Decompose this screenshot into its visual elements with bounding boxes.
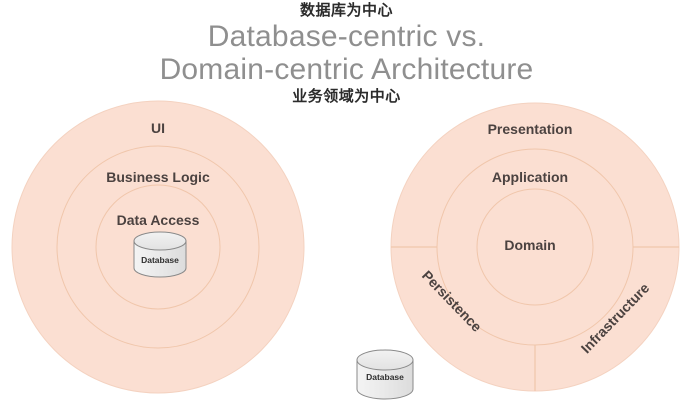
domain-centric-diagram bbox=[356, 102, 680, 400]
database-centric-diagram bbox=[11, 100, 305, 394]
database-cylinder-left bbox=[133, 231, 187, 278]
database-cylinder-right bbox=[356, 349, 414, 400]
ring-domain bbox=[476, 188, 594, 306]
